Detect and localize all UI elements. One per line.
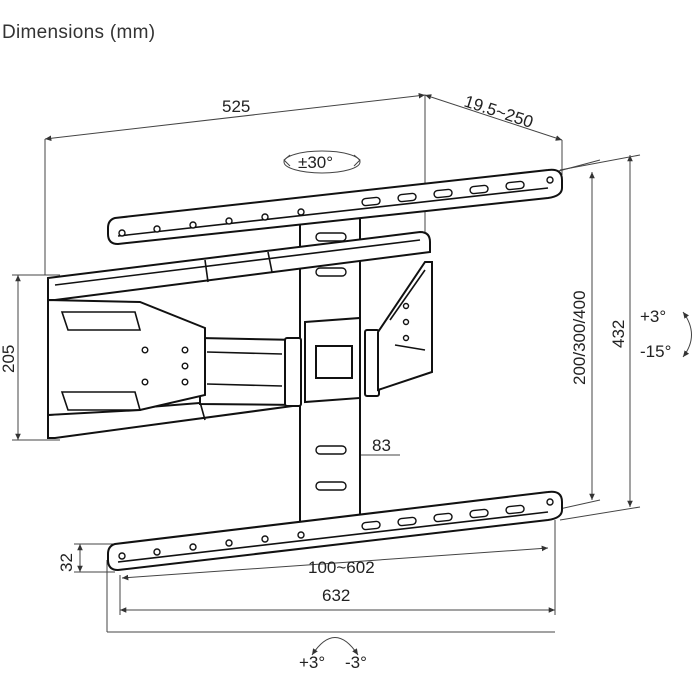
label-rail-thickness: 32	[57, 553, 76, 572]
label-swivel: ±30°	[298, 153, 333, 172]
label-vertical-spacing: 200/300/400	[570, 290, 589, 385]
center-plate	[299, 216, 361, 526]
tv-bracket	[47, 298, 206, 417]
upper-arm	[47, 230, 431, 301]
bottom-rail	[107, 490, 563, 572]
label-level-minus: -3°	[345, 653, 367, 672]
diagram-title: Dimensions (mm)	[2, 22, 156, 43]
label-horizontal-spacing: 100~602	[308, 558, 375, 577]
hinge	[284, 329, 380, 407]
label-tilt-up: +3°	[640, 307, 666, 326]
lower-arm	[47, 336, 301, 439]
label-width: 632	[322, 586, 350, 605]
label-depth: 19.5~250	[462, 92, 536, 132]
label-tilt-down: -15°	[640, 342, 671, 361]
top-rail	[107, 168, 563, 246]
label-height: 432	[609, 320, 628, 348]
rotation-arrows	[283, 150, 692, 656]
label-arm-length: 525	[222, 97, 250, 116]
label-bracket-height: 205	[0, 345, 18, 373]
top-rail-holes	[118, 176, 554, 237]
dimension-lines	[12, 92, 641, 633]
label-rail-gap: 83	[372, 436, 391, 455]
right-arm	[377, 261, 433, 392]
bottom-rail-holes	[118, 498, 554, 560]
label-level-plus: +3°	[299, 653, 325, 672]
